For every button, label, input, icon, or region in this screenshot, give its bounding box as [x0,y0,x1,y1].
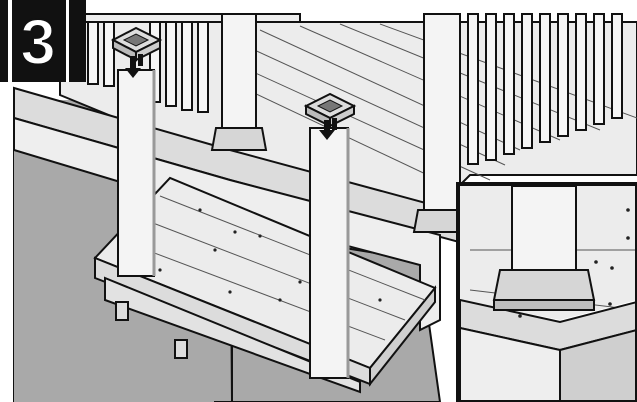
top-rail [60,14,300,22]
new-post-left [118,70,154,276]
step-badge: 3 [0,0,86,82]
new-post-right [310,128,348,378]
inset-detail-icon [458,184,637,402]
step-number: 3 [20,6,56,78]
